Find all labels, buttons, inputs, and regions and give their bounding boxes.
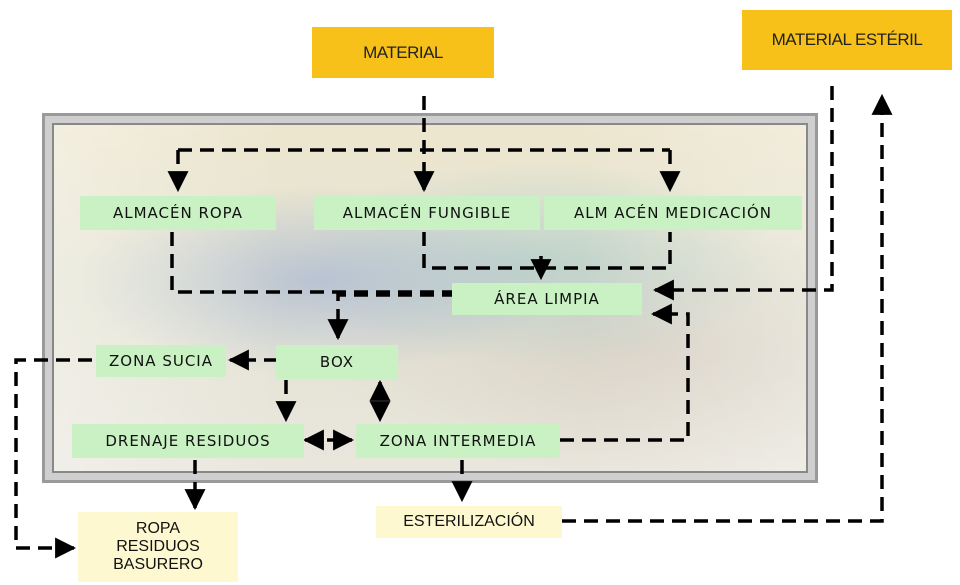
arrow-intermedia-to-limpia	[560, 303, 690, 442]
area-limpia-box: ÁREA LIMPIA	[452, 283, 642, 315]
basurero-line-ropa: ROPA	[135, 520, 181, 537]
arrow-sucia-to-basurero	[14, 358, 92, 559]
almacen-ropa-box: ALMACÉN ROPA	[80, 196, 276, 230]
almacen-medicacion-box: ALM ACÉN MEDICACIÓN	[544, 196, 802, 230]
esterilizacion-box: ESTERILIZACIÓN	[376, 506, 562, 538]
almacen-fungible-box: ALMACÉN FUNGIBLE	[314, 196, 540, 230]
zona-intermedia-box: ZONA INTERMEDIA	[356, 424, 560, 458]
material-esteril-box: MATERIAL ESTÉRIL	[742, 10, 952, 70]
basurero-line-basurero: BASURERO	[113, 556, 203, 573]
basurero-line-residuos: RESIDUOS	[116, 538, 200, 555]
ropa-residuos-basurero-box: ROPA RESIDUOS BASURERO	[78, 512, 238, 582]
arrow-fungible-to-limpia	[422, 232, 672, 270]
arrow-esteril-to-limpia	[652, 86, 834, 301]
arrow-limpia-to-box	[327, 293, 456, 341]
arrow-esterilizacion-to-esteril	[562, 93, 893, 523]
material-box: MATERIAL	[312, 27, 494, 78]
drenaje-residuos-box: DRENAJE RESIDUOS	[72, 424, 304, 458]
zona-sucia-box: ZONA SUCIA	[96, 345, 226, 377]
box-box: BOX	[276, 345, 398, 379]
arrow-ropa-line	[170, 232, 460, 294]
